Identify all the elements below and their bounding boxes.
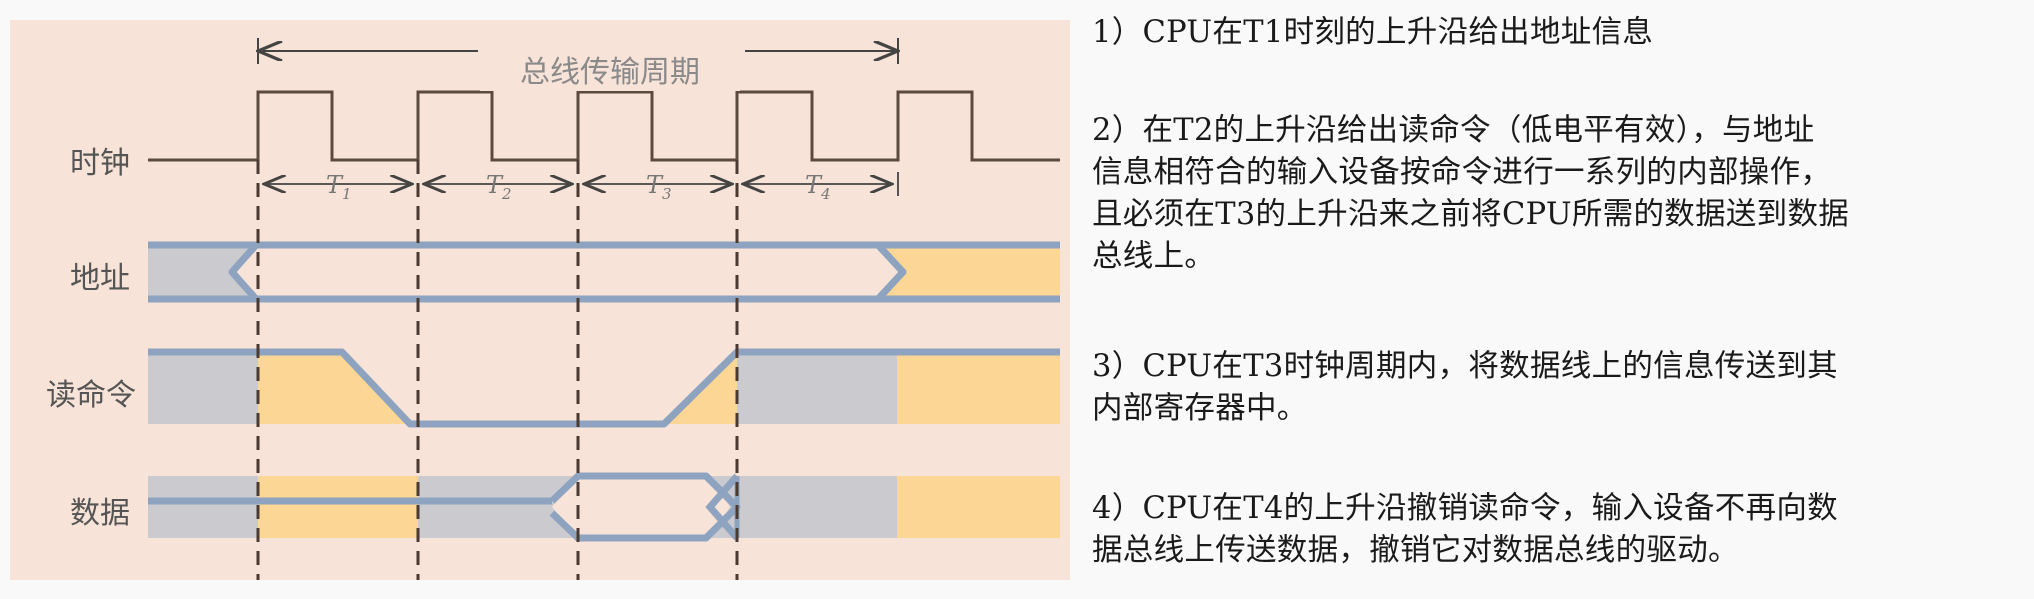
note-4: 4）CPU在T4的上升沿撤销读命令，输入设备不再向数 据总线上传送数据，撤销它对… xyxy=(1092,491,1838,568)
note-1: 1）CPU在T1时刻的上升沿给出地址信息 xyxy=(1092,15,1654,50)
explanation-notes: 1）CPU在T1时刻的上升沿给出地址信息 2）在T2的上升沿给出读命令（低电平有… xyxy=(1092,0,2024,599)
note-2: 2）在T2的上升沿给出读命令（低电平有效），与地址 信息相符合的输入设备按命令进… xyxy=(1092,113,1850,274)
read-command-label: 读命令 xyxy=(46,378,136,413)
bus-period-title: 总线传输周期 xyxy=(480,47,740,91)
t1-label: T1 xyxy=(326,171,352,203)
data-label: 数据 xyxy=(70,496,130,531)
clock-label: 时钟 xyxy=(70,146,130,181)
data-bus xyxy=(148,472,1060,542)
t4-label: T4 xyxy=(805,171,831,203)
t3-label: T3 xyxy=(646,171,672,203)
timing-diagram xyxy=(148,38,1060,580)
note-3: 3）CPU在T3时钟周期内，将数据线上的信息传送到其 内部寄存器中。 xyxy=(1092,349,1838,426)
t2-label: T2 xyxy=(486,171,512,203)
timing-dashed-lines xyxy=(256,160,739,580)
timing-diagram-panel: 总线传输周期 时钟 地址 读命令 数据 T1 T2 T3 T4 xyxy=(10,20,1070,580)
address-bus xyxy=(148,241,1060,303)
t-interval-arrows xyxy=(264,172,899,196)
address-label: 地址 xyxy=(70,261,130,296)
read-command-signal xyxy=(148,348,1060,428)
clock-waveform xyxy=(148,90,1060,162)
